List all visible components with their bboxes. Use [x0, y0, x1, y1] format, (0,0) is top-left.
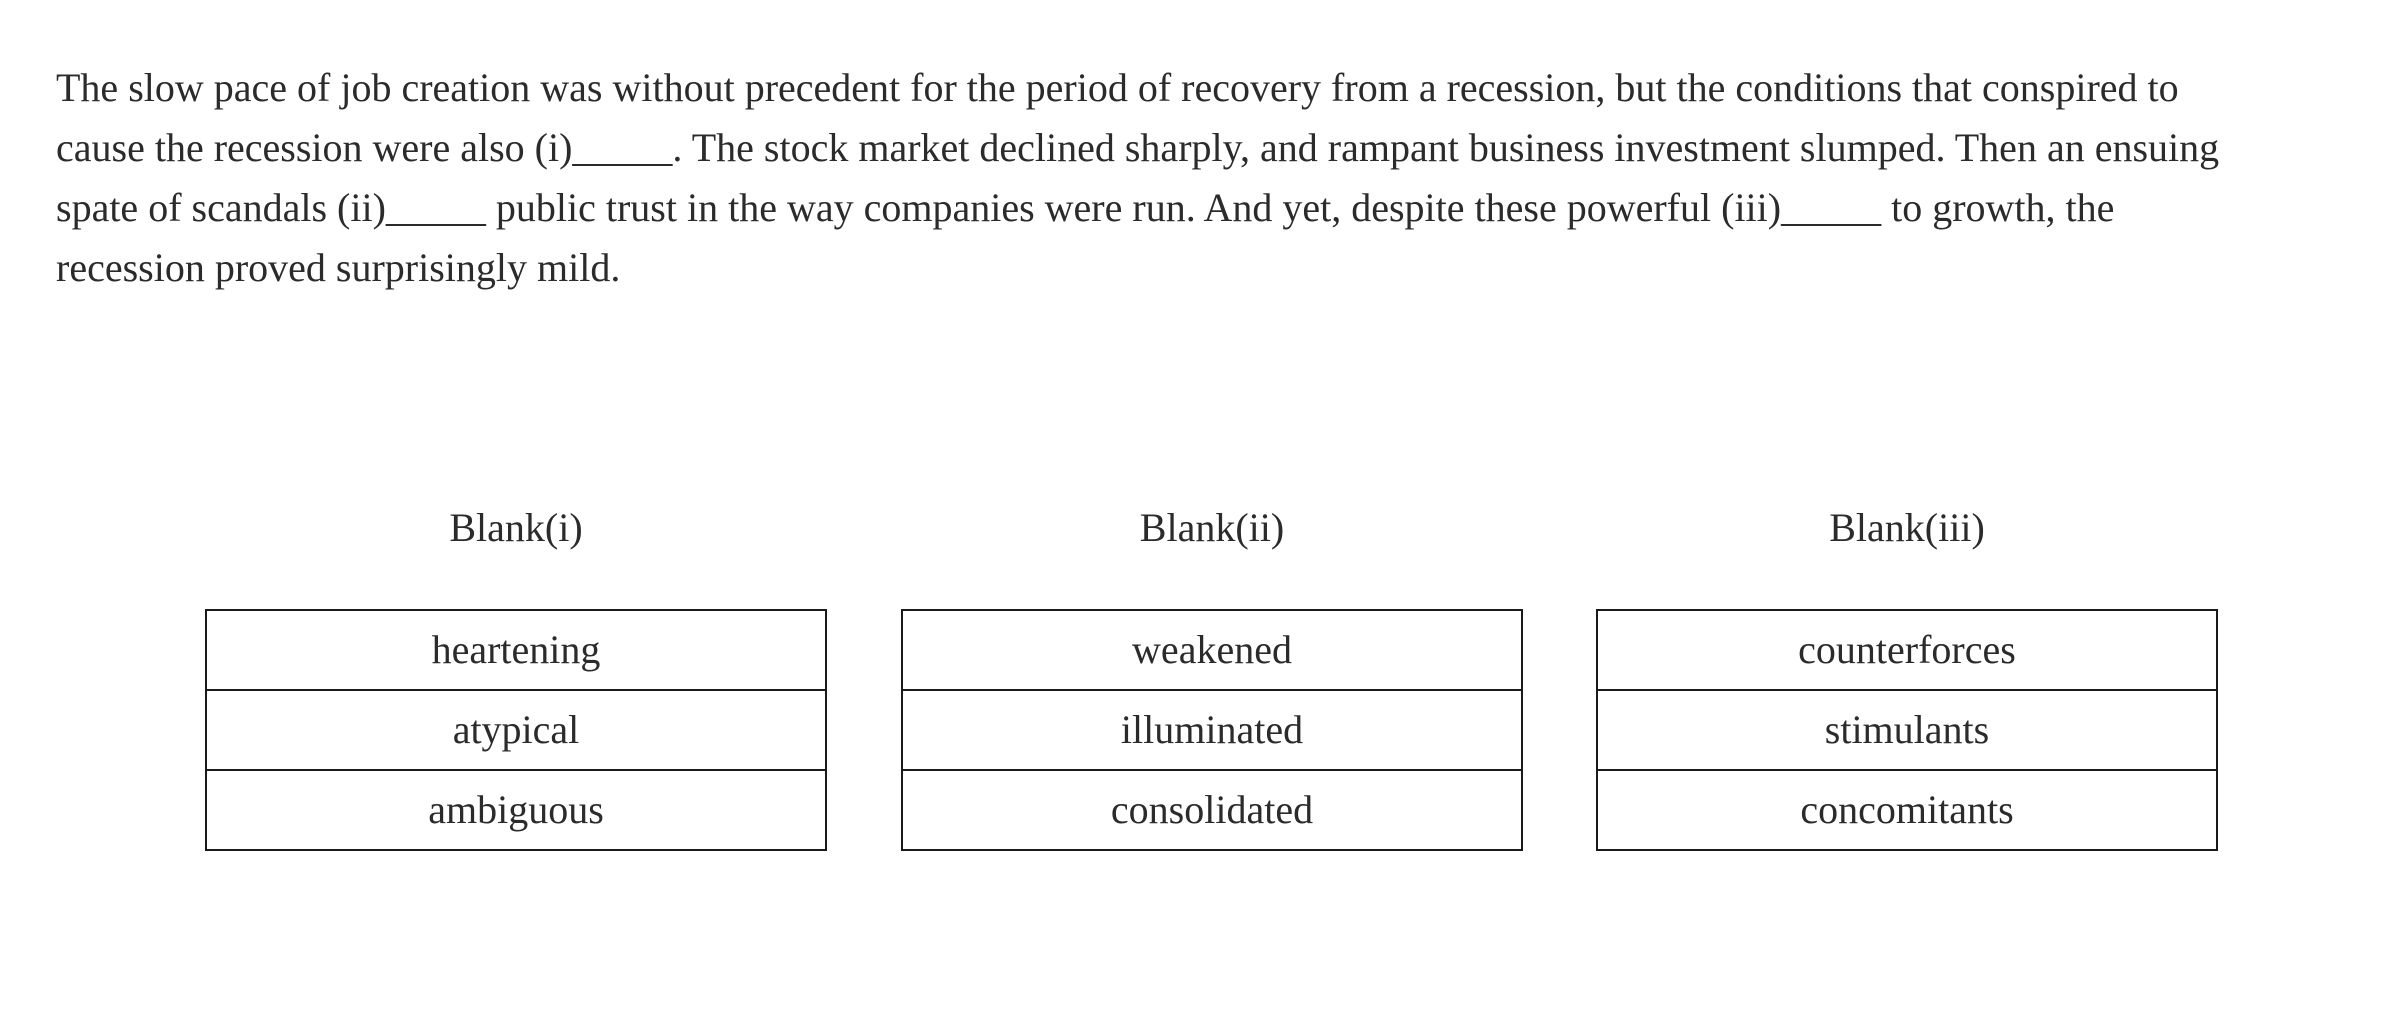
- passage-line: spate of scandals (ii)_____ public trust…: [56, 185, 2115, 230]
- passage-line: recession proved surprisingly mild.: [56, 245, 621, 290]
- blank-i-option-1[interactable]: heartening: [205, 609, 827, 691]
- passage-line: cause the recession were also (i)_____. …: [56, 125, 2220, 170]
- passage-line: The slow pace of job creation was withou…: [56, 65, 2179, 110]
- blank-iii-option-2[interactable]: stimulants: [1596, 689, 2218, 771]
- blank-i-option-3[interactable]: ambiguous: [205, 769, 827, 851]
- blank-ii-option-2[interactable]: illuminated: [901, 689, 1523, 771]
- blank-ii-choices: weakened illuminated consolidated: [901, 609, 1523, 851]
- blank-i-header: Blank(i): [449, 505, 583, 550]
- blank-ii-header: Blank(ii): [1139, 505, 1285, 550]
- blank-iii-option-3[interactable]: concomitants: [1596, 769, 2218, 851]
- blank-i-option-2[interactable]: atypical: [205, 689, 827, 771]
- blank-ii-option-3[interactable]: consolidated: [901, 769, 1523, 851]
- blank-iii-choices: counterforces stimulants concomitants: [1596, 609, 2218, 851]
- blank-iii-header: Blank(iii): [1829, 505, 1985, 550]
- blank-iii-option-1[interactable]: counterforces: [1596, 609, 2218, 691]
- blank-ii-option-1[interactable]: weakened: [901, 609, 1523, 691]
- blank-i-choices: heartening atypical ambiguous: [205, 609, 827, 851]
- passage-text: The slow pace of job creation was withou…: [56, 58, 2376, 298]
